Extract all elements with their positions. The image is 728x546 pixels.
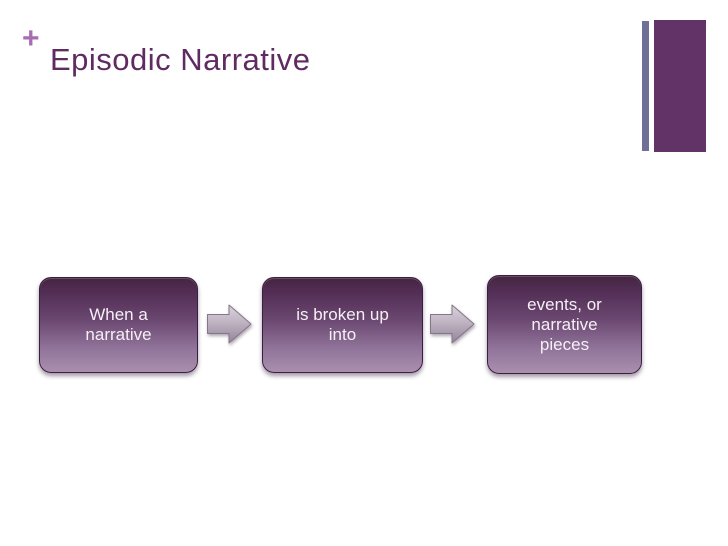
step-text-line: narrative [85, 325, 152, 344]
right-arrow-icon [430, 303, 475, 345]
step-text-line: pieces [539, 334, 590, 354]
step-text-line: is broken up [296, 305, 389, 324]
step-text-line: events, or [527, 294, 602, 314]
plus-icon: + [22, 22, 40, 55]
step-text-line: into [328, 325, 357, 344]
decoration-wide-bar [654, 20, 706, 152]
process-step-1: When a narrative [39, 277, 198, 373]
process-step-2: is broken up into [262, 277, 423, 373]
process-step-3: events, or narrative pieces [487, 275, 642, 374]
right-arrow-icon [207, 303, 252, 345]
step-text-line: narrative [531, 314, 598, 334]
decoration-thin-bar [642, 21, 649, 151]
slide-title: Episodic Narrative [50, 42, 311, 77]
step-text-line: When a [89, 305, 148, 324]
